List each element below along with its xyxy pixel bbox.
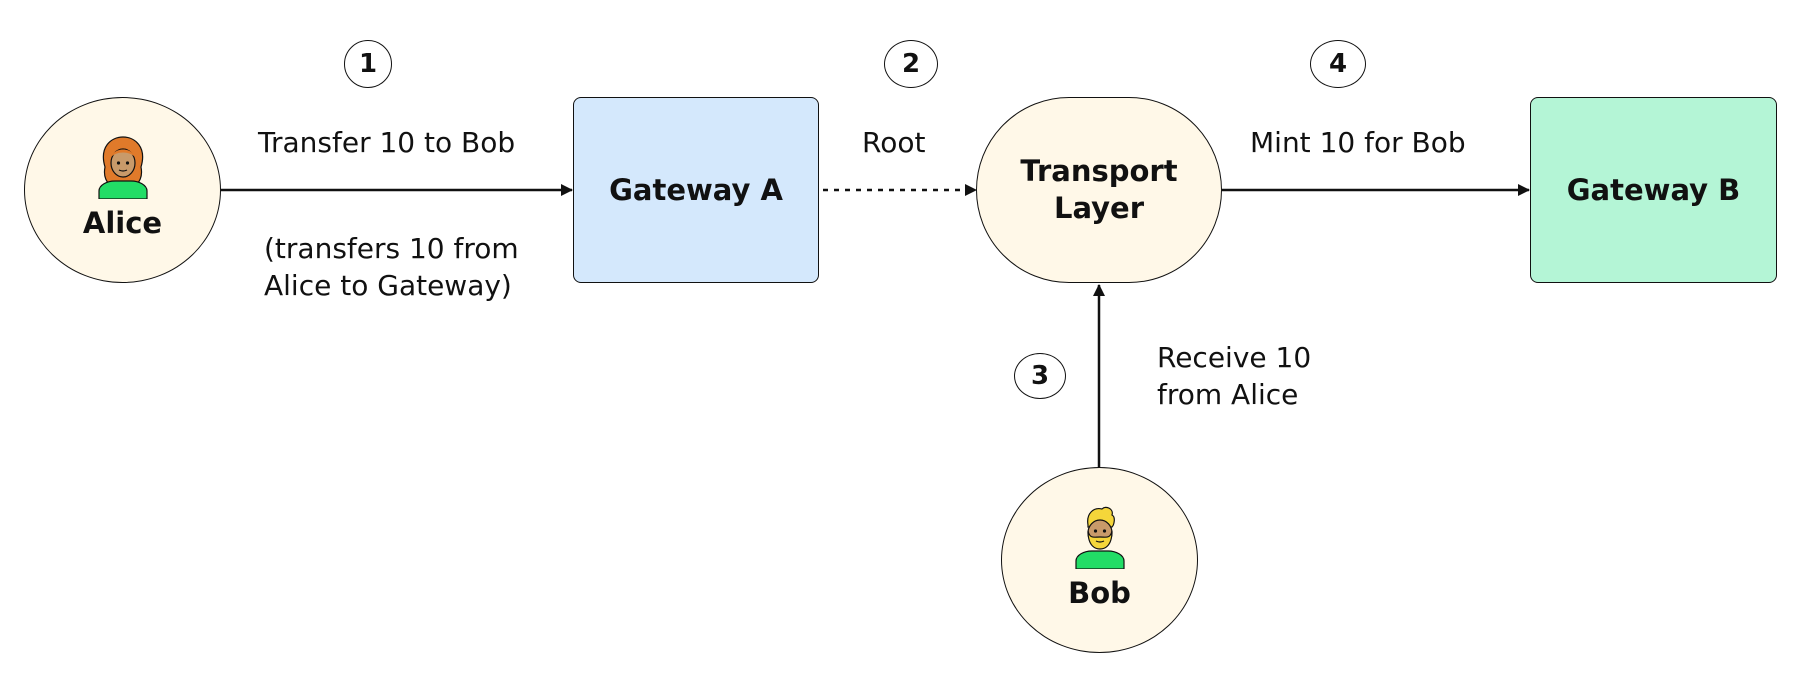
step-2-marker: 2 <box>884 40 938 88</box>
woman-avatar-icon <box>97 135 148 199</box>
gateway-a-node: Gateway A <box>573 97 819 283</box>
bob-label: Bob <box>1068 575 1131 610</box>
alice-label: Alice <box>82 205 163 240</box>
alice-node: Alice <box>24 97 221 283</box>
transfer-note: (transfers 10 from Alice to Gateway) <box>264 232 519 302</box>
receive-label: Receive 10 from Alice <box>1157 341 1312 411</box>
gateway-b-node: Gateway B <box>1530 97 1777 283</box>
transport-layer-node: Transport Layer <box>976 97 1222 283</box>
step-4-marker: 4 <box>1310 40 1366 88</box>
step-1-marker: 1 <box>344 40 392 88</box>
gateway-a-label: Gateway A <box>609 172 783 207</box>
mint-label: Mint 10 for Bob <box>1250 126 1466 159</box>
bearded-man-avatar-icon <box>1074 506 1125 569</box>
bob-node: Bob <box>1001 467 1198 653</box>
gateway-b-label: Gateway B <box>1566 172 1741 207</box>
step-3-marker: 3 <box>1014 353 1066 399</box>
root-label: Root <box>862 126 926 159</box>
transport-layer-label: Transport Layer <box>1020 154 1178 225</box>
transfer-label: Transfer 10 to Bob <box>258 126 516 159</box>
